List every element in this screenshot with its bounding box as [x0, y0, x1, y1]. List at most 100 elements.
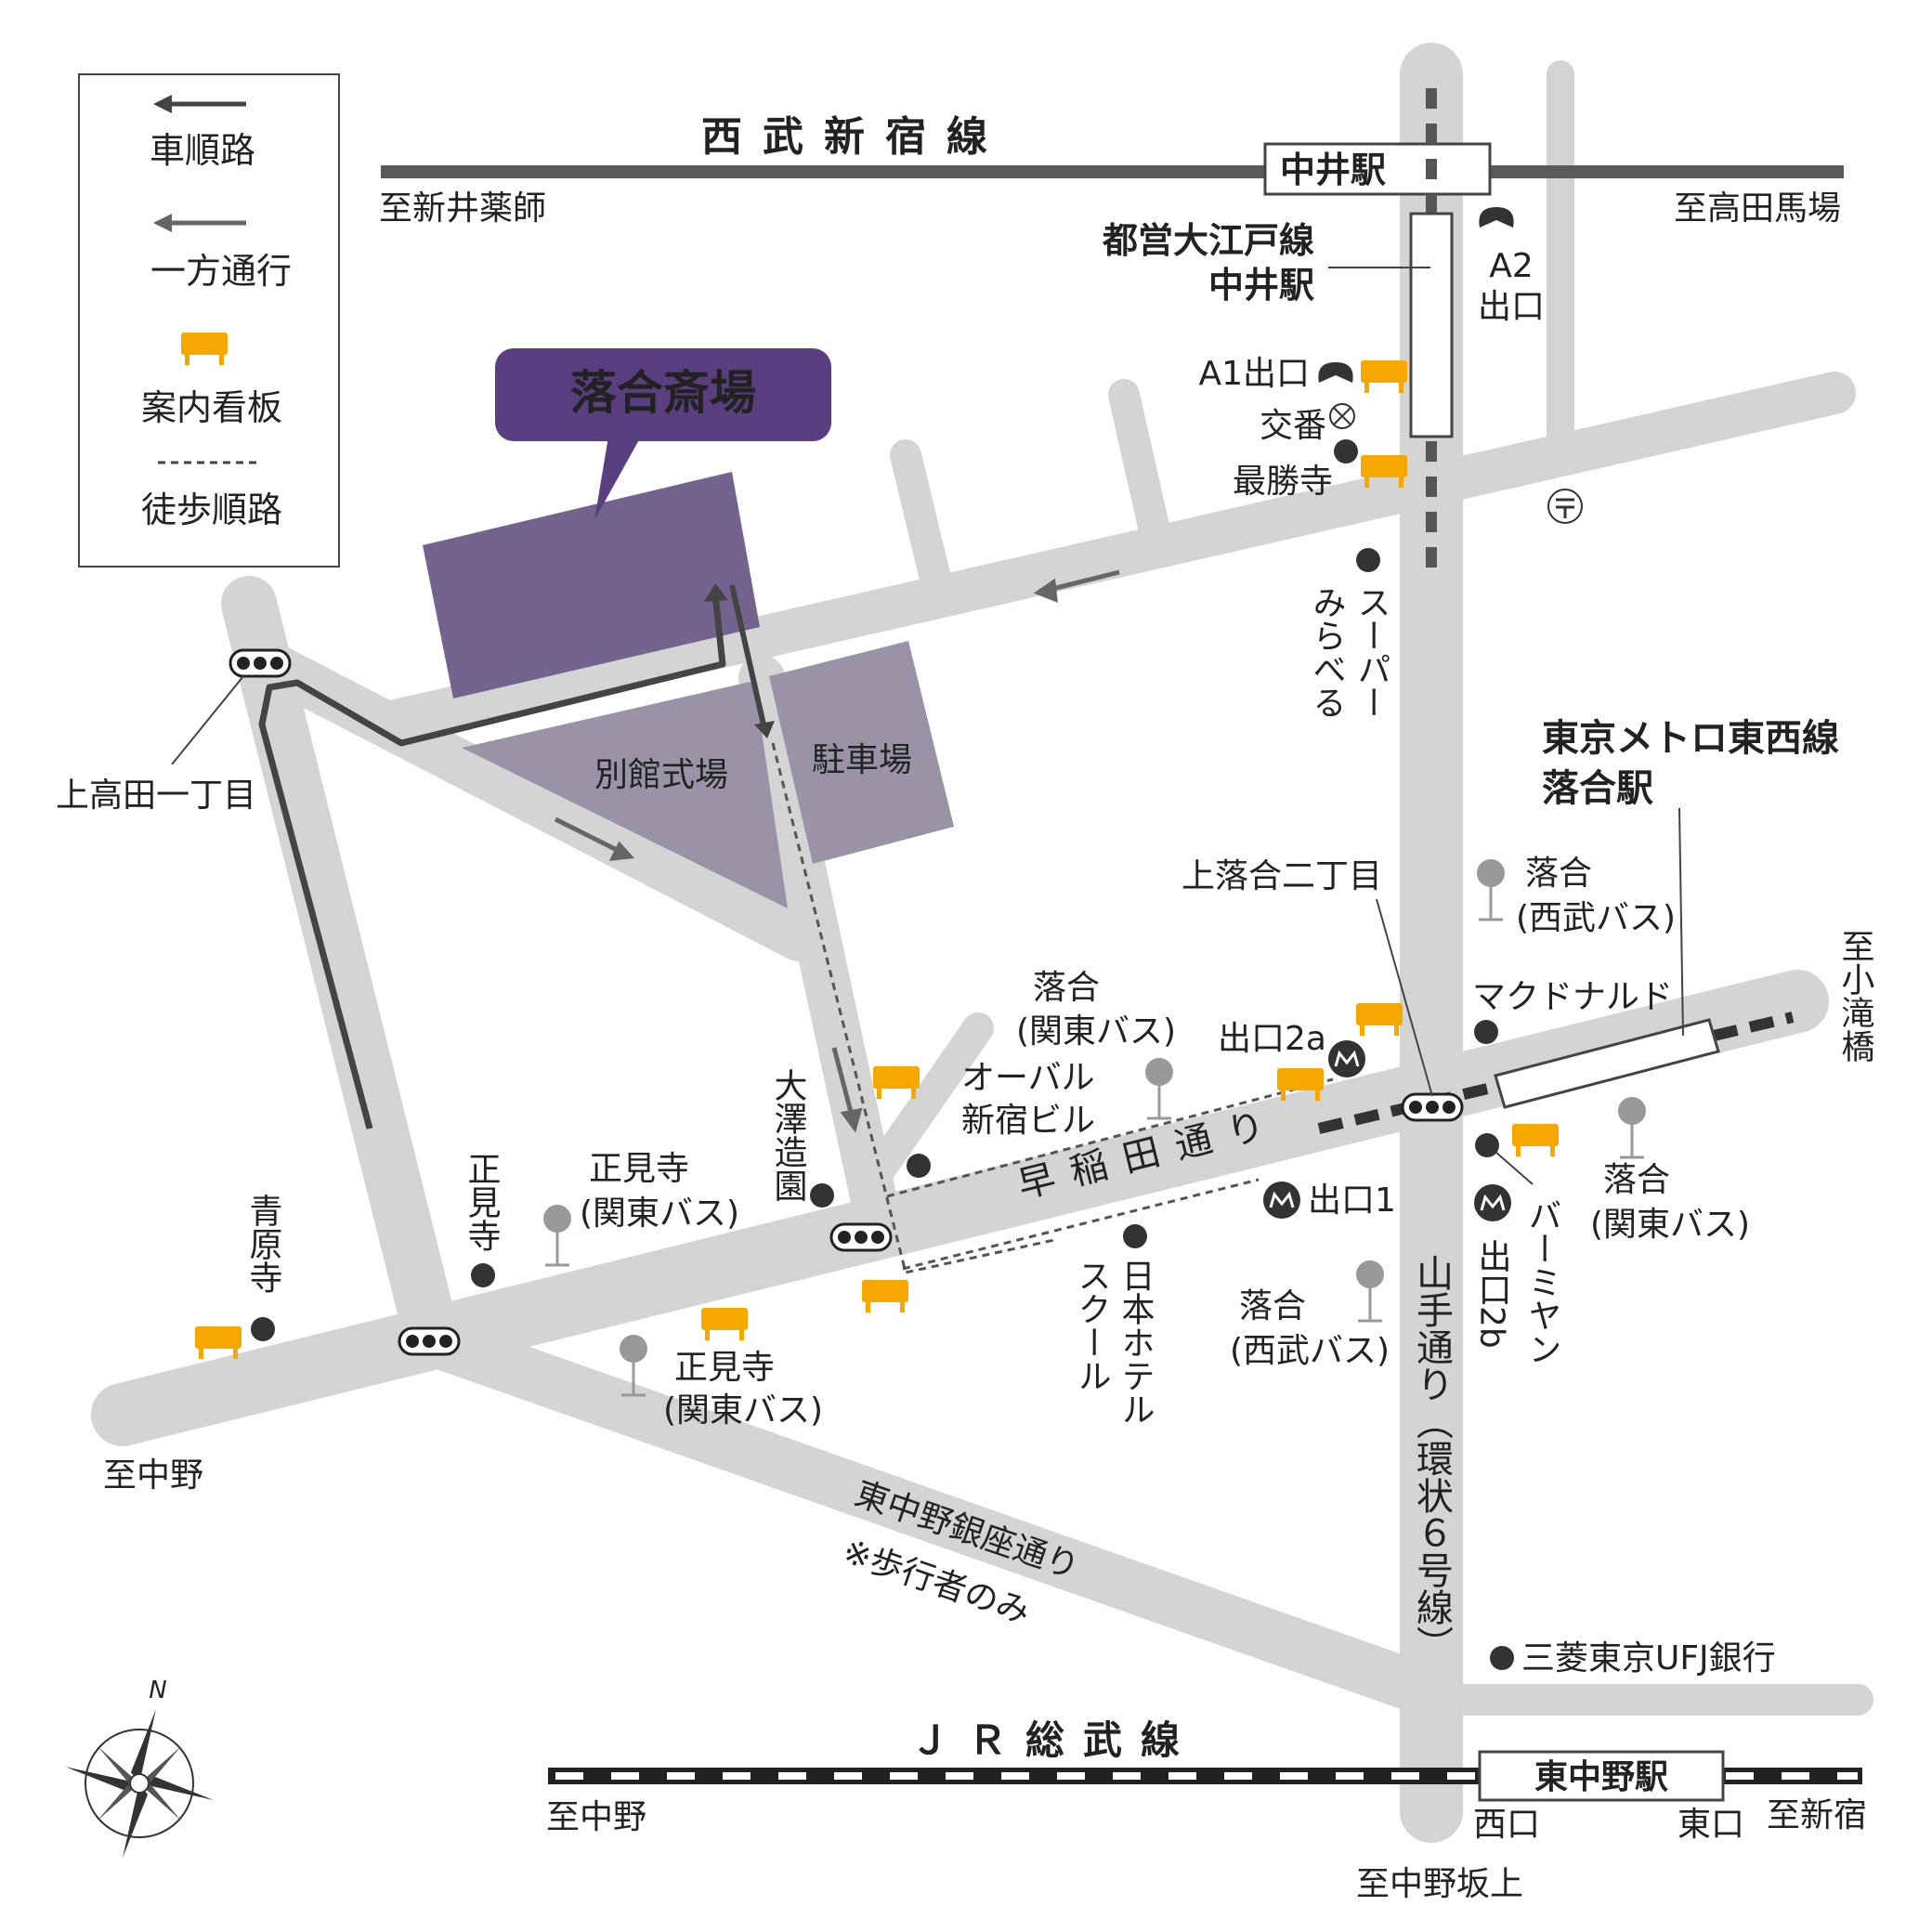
oval-label-1: オーバル: [961, 1059, 1095, 1097]
annex-label: 別館式場: [594, 756, 728, 794]
bus-stop-4-operator: (関東バス): [580, 1194, 739, 1233]
kamitakada-label: 上高田一丁目: [56, 777, 256, 815]
bus-stop-4-name: 正見寺: [589, 1150, 689, 1188]
destination-balloon: 落合斎場: [495, 348, 831, 520]
bus-stop-6: [1356, 1260, 1384, 1323]
car-route-in: [729, 584, 766, 725]
kamiochiai-pointer: [1376, 898, 1433, 1097]
nakai-station-box: [1263, 142, 1492, 196]
jr-east-label: 至新宿: [1767, 1796, 1867, 1834]
annex-building: [462, 681, 788, 908]
jr-west-label: 至中野: [546, 1798, 646, 1836]
sign-legend-icon: [181, 333, 228, 365]
mcdonalds-label: マクドナルド: [1472, 978, 1673, 1016]
bamiyan-dot: [1475, 1133, 1499, 1157]
nihon-label-2: スクール: [1073, 1259, 1111, 1392]
tozai-pointer: [1678, 807, 1684, 1037]
oedo-line-label: 都営大江戸線: [1102, 220, 1314, 261]
super-dot: [1356, 548, 1380, 572]
saijo-building: [423, 472, 760, 698]
destination-name: 落合斎場: [570, 366, 756, 420]
car-route-legend-icon: [153, 95, 172, 113]
exit-a2-line1: A2: [1489, 247, 1534, 285]
osawa-label: 大澤造園: [769, 1068, 807, 1202]
west-exit-label: 西口: [1473, 1806, 1540, 1844]
sign-1: [1361, 360, 1407, 393]
short-spur-road: [865, 1012, 994, 1184]
to-nakanosakaue-label: 至中野坂上: [1356, 1865, 1523, 1903]
traffic-light-osawa: [829, 1222, 893, 1252]
oedo-a1-icon: [1318, 362, 1353, 383]
bus-stop-5: [620, 1335, 647, 1397]
sign-4: [1277, 1068, 1324, 1101]
exit-a2-line2: 出口: [1478, 288, 1545, 326]
upper-diagonal-road: [378, 372, 1856, 741]
metro-exit-2a-icon: [1328, 1040, 1365, 1077]
inner-diagonal-road: [255, 646, 822, 961]
center-vertical-road: [738, 655, 904, 1254]
higashinakano-station-label: 東中野駅: [1534, 1758, 1668, 1796]
bus-stop-1-name: 落合: [1525, 855, 1592, 893]
tozai-line-label: 東京メトロ東西線: [1542, 717, 1839, 760]
koban-icon: [1329, 403, 1355, 429]
traffic-light-kamiochiai: [1401, 1092, 1464, 1122]
super-label-2: みらべる: [1308, 585, 1346, 719]
bamiyan-pointer: [1495, 1151, 1534, 1185]
seibu-east-label: 至高田馬場: [1674, 189, 1841, 228]
one-way-legend-icon: [153, 214, 172, 232]
guide-signs: [195, 360, 1559, 1359]
walk-route-1: [902, 1178, 1260, 1271]
seigenji-label: 青原寺: [244, 1194, 282, 1294]
legend-box: [78, 73, 340, 568]
exit-2a-label: 出口2a: [1218, 1020, 1326, 1058]
to-kotaki-label: 至小滝橋: [1836, 929, 1874, 1063]
seibu-west-label: 至新井薬師: [379, 189, 546, 228]
bus-stops: [543, 859, 1646, 1397]
oval-label-2: 新宿ビル: [961, 1102, 1095, 1140]
to-nakano-road-label: 至中野: [103, 1456, 203, 1495]
sign-2: [1361, 455, 1407, 488]
mufg-label: 三菱東京UFJ銀行: [1521, 1639, 1776, 1677]
car-route-in-arrowhead: [754, 721, 775, 738]
parking-lot: [769, 641, 954, 864]
legend: 車順路 一方通行 案内看板 徒歩順路: [78, 73, 340, 568]
bus-stop-3: [1618, 1097, 1646, 1159]
kamitakada-pointer: [171, 675, 244, 765]
bus-stop-5-name: 正見寺: [674, 1349, 775, 1387]
bus-stop-3-name: 落合: [1603, 1161, 1670, 1199]
north-stub-1: [890, 439, 954, 606]
bamiyan-label: バーミヤン: [1523, 1198, 1561, 1365]
sign-8: [195, 1326, 242, 1359]
nihon-label-1: 日本ホテル: [1116, 1259, 1155, 1426]
metro-exit-1-icon: [1263, 1181, 1300, 1219]
landmark-dots: [251, 439, 1514, 1670]
car-route-arrowhead: [704, 583, 728, 602]
higashinakano-station-box: [1478, 1750, 1725, 1802]
bus-stop-2-name: 落合: [1033, 969, 1100, 1007]
traffic-light-kamitakada: [228, 648, 292, 678]
parking-label: 駐車場: [812, 741, 912, 779]
saishoji-label: 最勝寺: [1233, 463, 1333, 501]
metro-exit-2b-icon: [1474, 1184, 1511, 1221]
sign-6: [862, 1280, 908, 1312]
oedo-a2-icon: [1479, 207, 1514, 228]
sign-3: [1356, 1003, 1403, 1036]
tozai-line-east: [1712, 1012, 1795, 1041]
oedo-station-box: [1409, 212, 1454, 438]
one-way-arrows: [554, 569, 1120, 1133]
west-vertical-road: [221, 576, 461, 1368]
exit-a1-label: A1出口: [1198, 355, 1310, 393]
north-stub-2: [1108, 379, 1172, 555]
kamiochiai-label: 上落合二丁目: [1181, 857, 1382, 895]
bus-stop-1-operator: (西武バス): [1516, 899, 1676, 937]
bus-stop-2: [1145, 1058, 1173, 1120]
super-label-1: スーパー: [1352, 585, 1390, 719]
mcdonalds-dot: [1474, 1020, 1498, 1044]
tozai-station-label: 落合駅: [1542, 767, 1653, 810]
legend-car-route: 車順路: [150, 130, 255, 171]
nakai-station-label: 中井駅: [1280, 150, 1386, 190]
shokenji-dot: [471, 1263, 495, 1287]
legend-one-way: 一方通行: [150, 251, 292, 292]
walk-route-2a: [886, 1077, 1334, 1198]
